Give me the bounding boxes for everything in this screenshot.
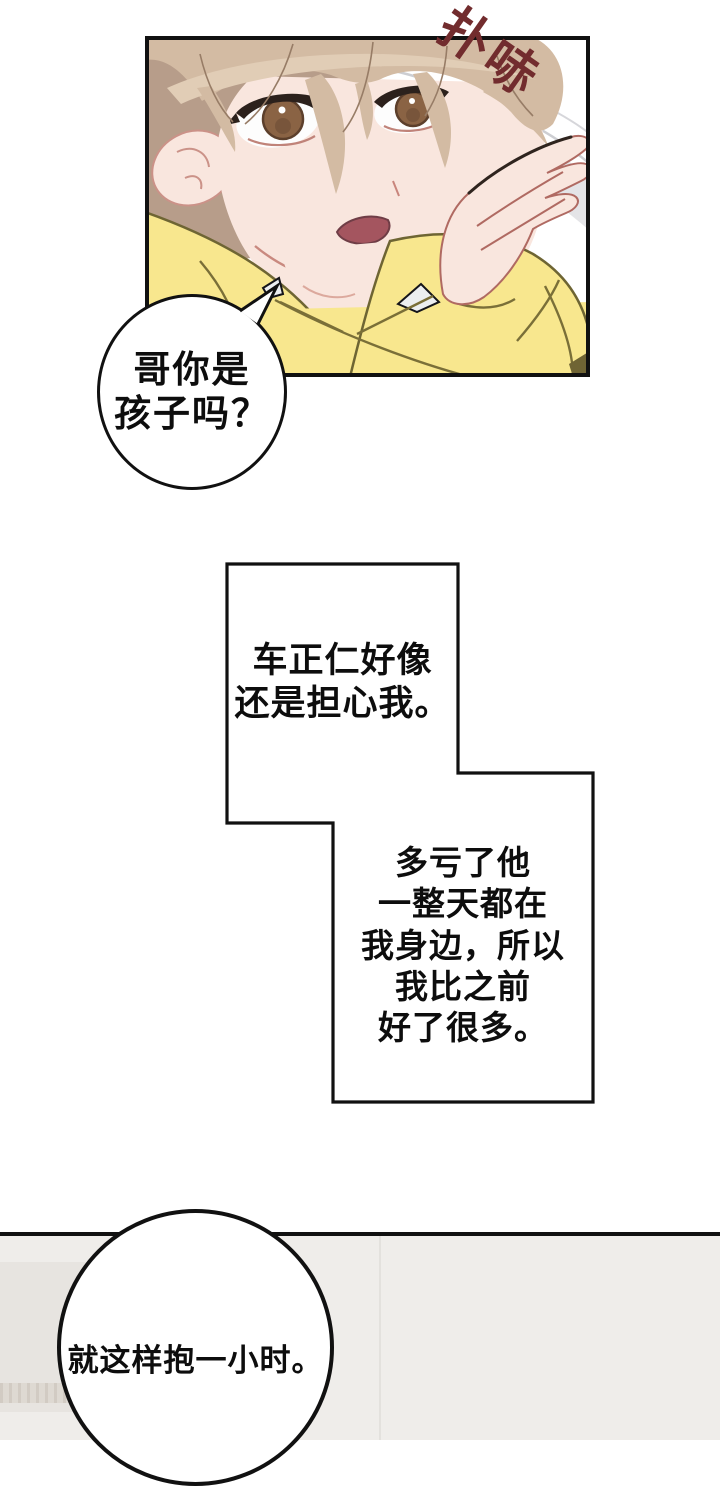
neck-fold (302, 285, 356, 299)
left-eye (226, 93, 323, 148)
caption-box-1: 车正仁好像 还是担心我。 (227, 640, 458, 726)
caption-line: 车正仁好像 (252, 641, 433, 681)
caption-line: 我身边，所以 (361, 925, 565, 965)
mouth (335, 215, 391, 245)
caption-line: 多亏了他 (395, 843, 531, 882)
top-panel-border (145, 36, 590, 377)
bottom-panel-border (0, 1232, 720, 1236)
speech-bubble-1: 哥你是 孩子吗？ (97, 294, 287, 490)
caption-line: 我比之前 (395, 966, 531, 1006)
speech-bubble-1-line: 哥你是 (133, 348, 251, 391)
caption-line: 一整天都在 (378, 884, 548, 924)
neck-skin (280, 241, 395, 311)
caption-box-2: 多亏了他 一整天都在 我身边，所以 我比之前 好了很多。 (333, 842, 593, 1048)
speech-bubble-1-tail (239, 281, 281, 325)
speech-bubble-2-text: 就这样抱一小时。 (67, 1343, 324, 1379)
hand (439, 135, 590, 306)
shirt-collar-right (396, 282, 441, 314)
caption-line: 好了很多。 (378, 1008, 548, 1048)
speech-bubble-1-line: 孩子吗？ (114, 392, 270, 435)
speech-bubble-2: 就这样抱一小时。 (57, 1209, 334, 1486)
hoodie-corner-fold (569, 351, 590, 377)
cheek-mark (392, 180, 400, 197)
wall-seam-line (379, 1236, 381, 1440)
caption-boxes-outline (225, 562, 595, 1104)
hair-front (145, 36, 564, 194)
caption-line: 还是担心我。 (234, 684, 451, 724)
